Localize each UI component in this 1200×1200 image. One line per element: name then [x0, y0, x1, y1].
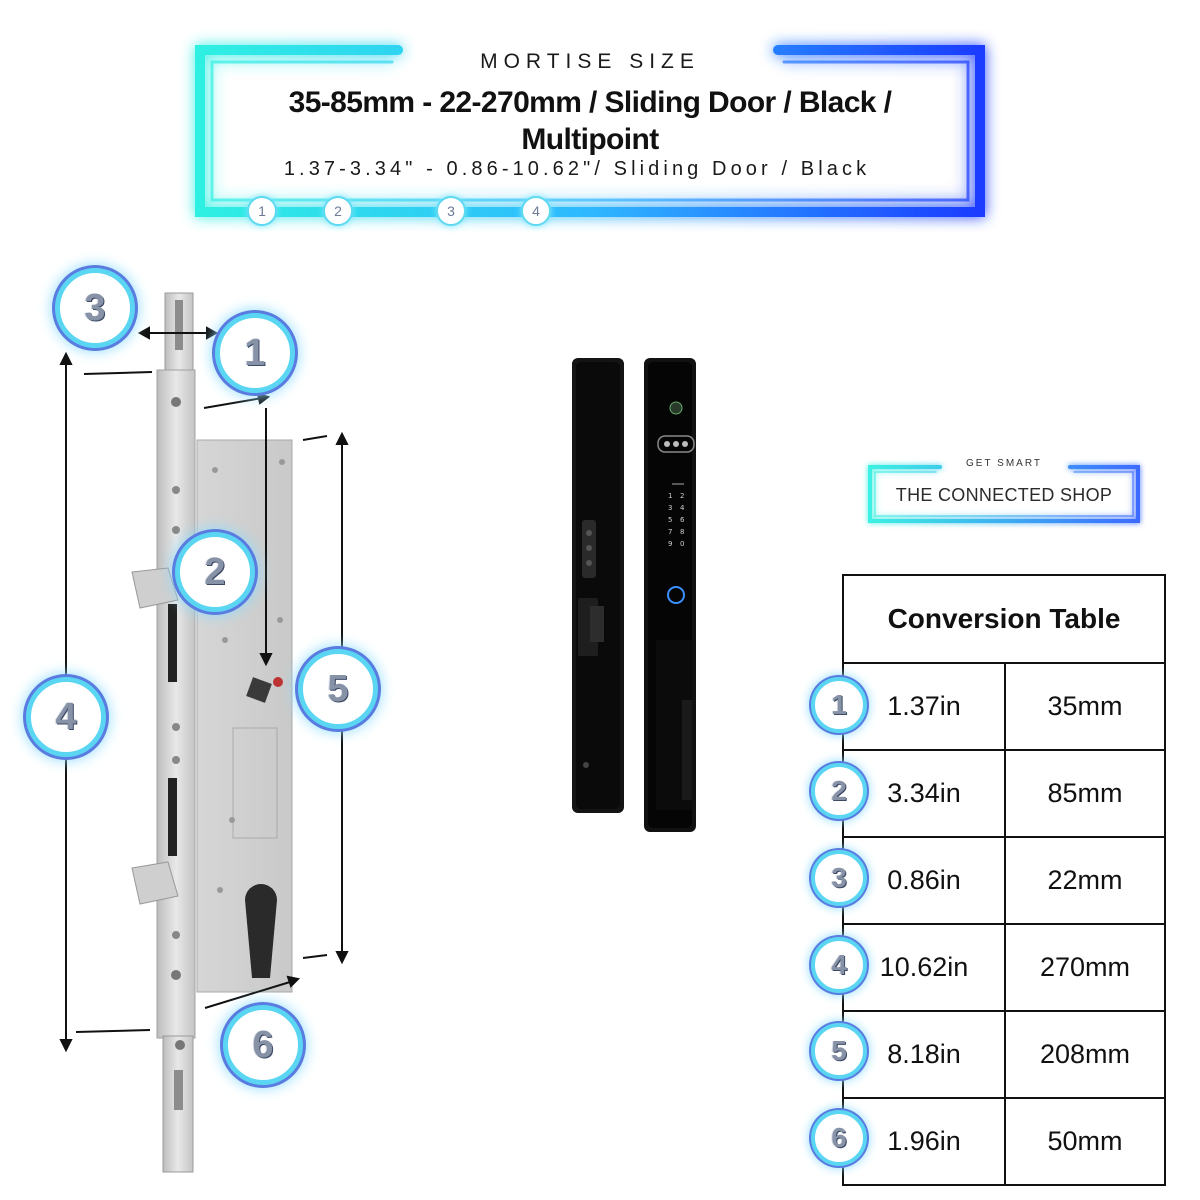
conversion-table: Conversion Table 1.37in 35mm 3.34in 85mm… [842, 574, 1166, 1186]
table-cell-mm: 208mm [1004, 1010, 1166, 1099]
table-cell-mm: 22mm [1004, 836, 1166, 925]
key-9: 9 [668, 540, 672, 548]
table-row: 10.62in 270mm [842, 923, 1166, 1012]
header-badge-1: 1 [247, 196, 277, 226]
key-8: 8 [680, 528, 684, 536]
table-cell-mm: 85mm [1004, 749, 1166, 838]
conversion-table-title: Conversion Table [842, 574, 1166, 664]
table-cell-mm: 35mm [1004, 662, 1166, 751]
table-row: 0.86in 22mm [842, 836, 1166, 925]
diagram-badge-6: 6 [223, 1005, 303, 1085]
smart-lock-product-image: 1 2 3 4 5 6 7 8 9 0 [572, 358, 696, 832]
table-cell-inches: 8.18in [842, 1010, 1006, 1099]
key-0: 0 [680, 540, 684, 548]
header-subtitle: 1.37-3.34" - 0.86-10.62"/ Sliding Door /… [283, 158, 871, 180]
header-badge-3: 3 [436, 196, 466, 226]
header-neon-frame [195, 45, 985, 217]
table-cell-inches: 10.62in [842, 923, 1006, 1012]
logo-neon-frame [868, 465, 1140, 523]
table-cell-inches: 1.96in [842, 1097, 1006, 1186]
logo-brand-name: THE CONNECTED SHOP [895, 485, 1113, 505]
smart-lock-back-panel [572, 358, 624, 813]
diagram-badge-5: 5 [298, 649, 378, 729]
header-kicker: MORTISE SIZE [480, 50, 700, 73]
diagram-badge-2: 2 [175, 532, 255, 612]
key-4: 4 [680, 504, 685, 512]
table-row-badge-4: 4 [811, 937, 867, 993]
table-row-badge-2: 2 [811, 763, 867, 819]
key-6: 6 [680, 516, 685, 524]
key-7: 7 [668, 528, 672, 536]
table-cell-inches: 1.37in [842, 662, 1006, 751]
table-cell-inches: 3.34in [842, 749, 1006, 838]
diagram-badge-4: 4 [26, 677, 106, 757]
header-badge-4: 4 [521, 196, 551, 226]
smart-lock-front-panel [644, 358, 696, 832]
table-row: 3.34in 85mm [842, 749, 1166, 838]
key-5: 5 [668, 516, 672, 524]
table-cell-inches: 0.86in [842, 836, 1006, 925]
table-row-badge-1: 1 [811, 677, 867, 733]
table-row: 1.37in 35mm [842, 662, 1166, 751]
table-row-badge-6: 6 [811, 1110, 867, 1166]
table-cell-mm: 270mm [1004, 923, 1166, 1012]
table-cell-mm: 50mm [1004, 1097, 1166, 1186]
table-row: 8.18in 208mm [842, 1010, 1166, 1099]
page-title: 35-85mm - 22-270mm / Sliding Door / Blac… [288, 86, 892, 156]
table-row-badge-3: 3 [811, 850, 867, 906]
key-3: 3 [668, 504, 672, 512]
table-row-badge-5: 5 [811, 1023, 867, 1079]
header-badge-2: 2 [323, 196, 353, 226]
key-2: 2 [680, 492, 684, 500]
key-1: 1 [668, 492, 672, 500]
logo-kicker: GET SMART [966, 458, 1042, 469]
table-row: 1.96in 50mm [842, 1097, 1166, 1186]
smart-lock-keypad: 1 2 3 4 5 6 7 8 9 0 [668, 492, 685, 548]
diagram-badge-3: 3 [55, 268, 135, 348]
diagram-badge-1: 1 [215, 313, 295, 393]
